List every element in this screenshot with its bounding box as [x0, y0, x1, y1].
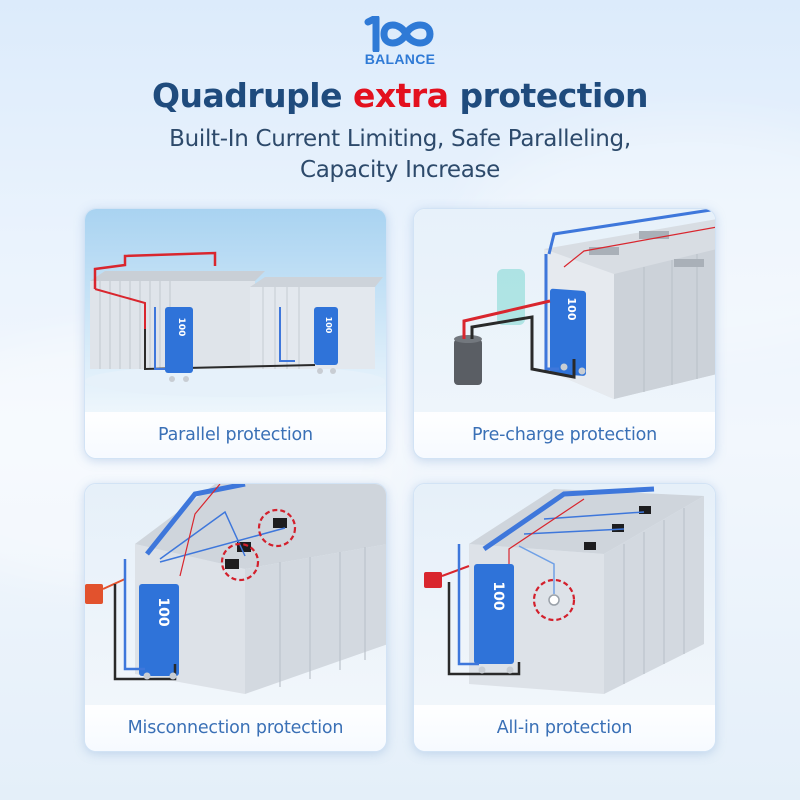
svg-text:100: 100: [176, 318, 186, 337]
logo-text: BALANCE: [364, 51, 436, 67]
feature-card-parallel: 100 100 Parallel protection: [84, 208, 387, 459]
parallel-illustration: 100 100: [85, 209, 386, 414]
card-label-strip: Parallel protection: [85, 412, 386, 458]
page-title: Quadruple extra protection: [0, 76, 800, 115]
brand-logo: BALANCE: [360, 16, 440, 72]
title-part-2: protection: [448, 76, 649, 115]
card-label-strip: Pre-charge protection: [414, 412, 715, 458]
battery-pack-precharge-icon: 100: [454, 209, 715, 399]
card-label: Misconnection protection: [127, 718, 344, 738]
subtitle-line-2: Capacity Increase: [299, 157, 501, 183]
page-subtitle: Built-In Current Limiting, Safe Parallel…: [0, 124, 800, 186]
title-part-1: Quadruple: [151, 76, 353, 115]
battery-pack-parallel-icon: 100 100: [85, 251, 385, 397]
feature-card-misconnection: 100 Misconnection protection: [84, 483, 387, 752]
card-label-strip: Misconnection protection: [85, 705, 386, 751]
subtitle-line-1: Built-In Current Limiting, Safe Parallel…: [169, 126, 631, 152]
svg-text:100: 100: [155, 597, 171, 626]
svg-text:100: 100: [490, 581, 506, 610]
logo-100-infinity-icon: [364, 16, 434, 52]
battery-pack-misconnection-icon: 100: [85, 484, 386, 694]
feature-card-precharge: 100 Pre-charge protection: [413, 208, 716, 459]
allin-illustration: 100: [414, 484, 715, 707]
misconnection-illustration: 100: [85, 484, 386, 707]
svg-text:100: 100: [565, 298, 578, 321]
svg-text:100: 100: [324, 317, 333, 334]
precharge-illustration: 100: [414, 209, 715, 414]
card-label: All-in protection: [496, 718, 633, 738]
battery-pack-allin-icon: 100: [424, 486, 704, 694]
card-label: Pre-charge protection: [471, 425, 658, 445]
card-label: Parallel protection: [158, 425, 313, 445]
title-accent: extra: [352, 76, 449, 115]
feature-card-allin: 100 All-in protection: [413, 483, 716, 752]
card-label-strip: All-in protection: [414, 705, 715, 751]
